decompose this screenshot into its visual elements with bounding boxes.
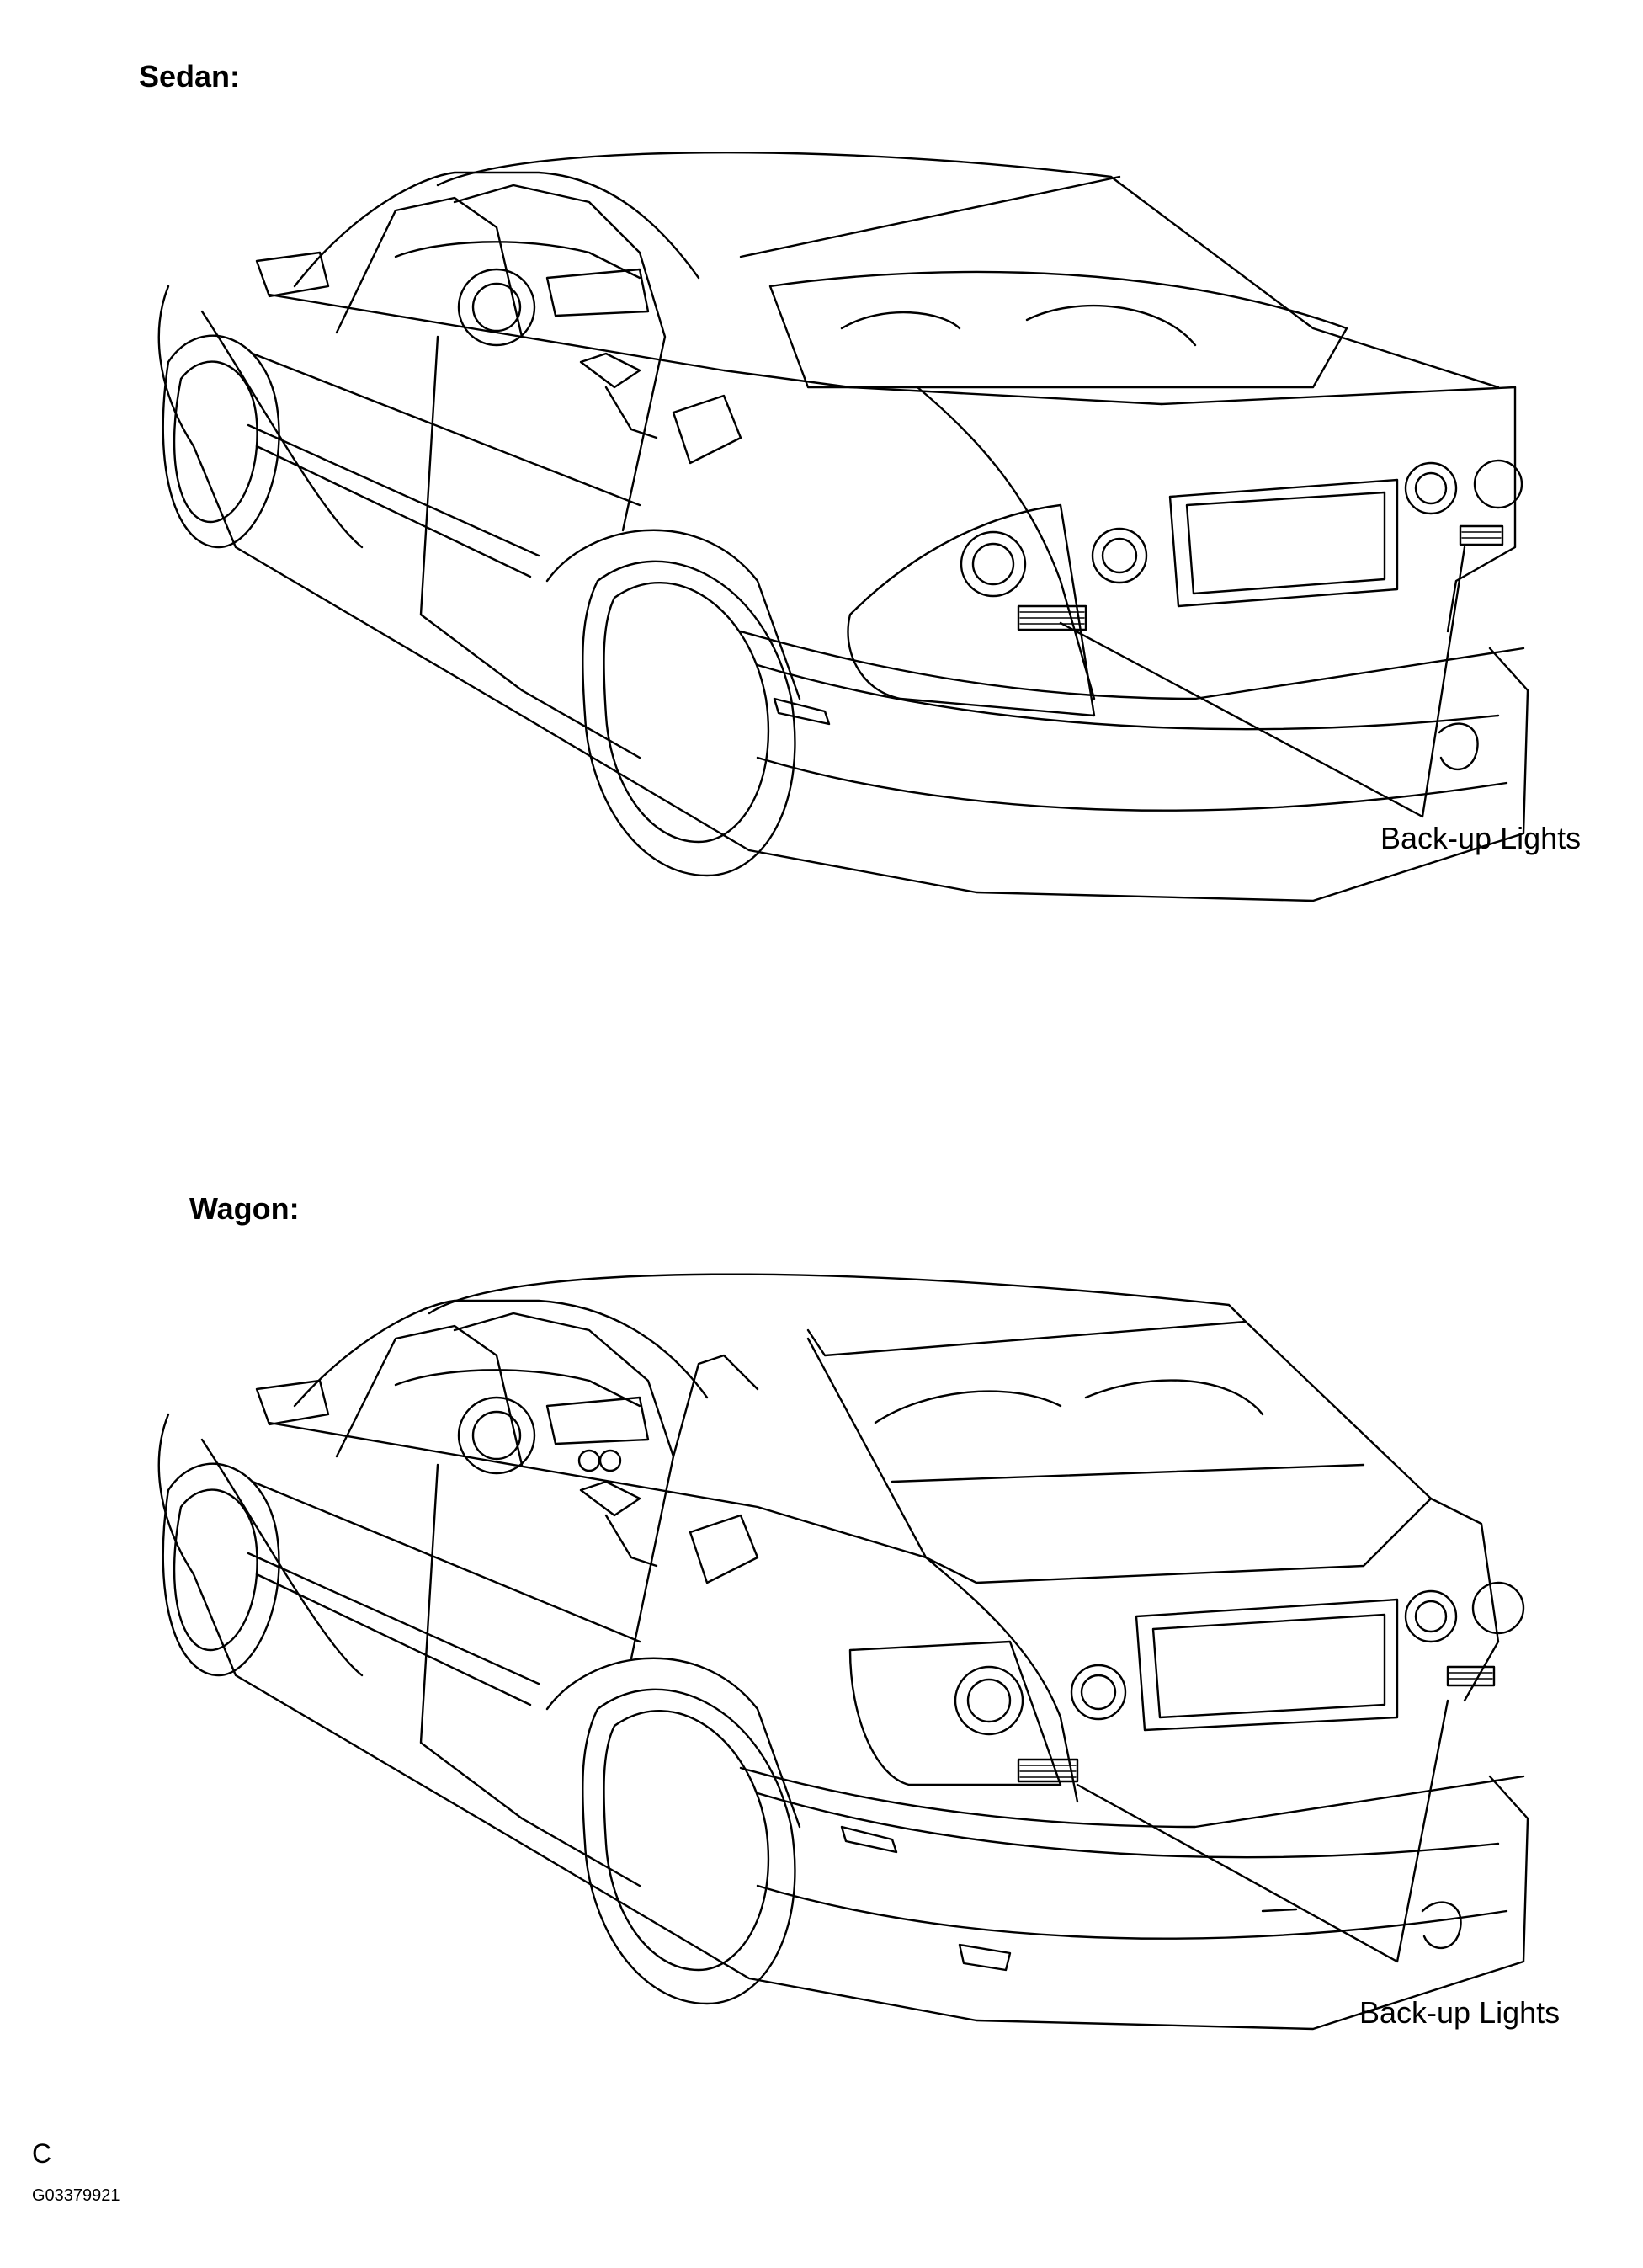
wagon-title: Wagon: <box>189 1191 300 1226</box>
sedan-backup-lights-callout: Back-up Lights <box>1380 821 1582 855</box>
footer-figure-code: G03379921 <box>32 2186 120 2205</box>
wagon-backup-lights-callout: Back-up Lights <box>1359 1995 1561 2030</box>
sedan-title: Sedan: <box>139 59 241 93</box>
sedan-illustration <box>157 151 1529 902</box>
footer-section-letter: C <box>32 2138 52 2169</box>
wagon-illustration <box>157 1273 1529 2031</box>
